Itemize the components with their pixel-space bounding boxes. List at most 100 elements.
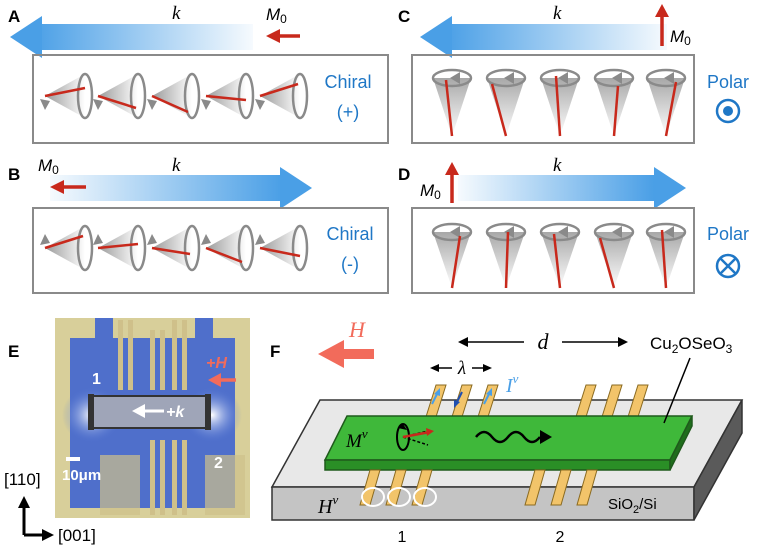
cone-d5 bbox=[645, 222, 687, 289]
m0-label-a: M0 bbox=[266, 5, 287, 26]
label-c-1: Polar bbox=[707, 72, 749, 92]
k-label-d: k bbox=[553, 155, 562, 176]
spin-wave-arrowhead bbox=[540, 430, 552, 444]
cu2oseo3-film bbox=[323, 415, 694, 471]
spin-box-d bbox=[411, 207, 695, 294]
label-b-1: Chiral bbox=[326, 224, 373, 244]
magnetization-label: Mν bbox=[345, 426, 368, 452]
m0-label-d: M0 bbox=[420, 181, 441, 202]
panel-letter-b: B bbox=[8, 165, 20, 184]
k-label-b: k bbox=[172, 155, 181, 176]
distance-label-d: d bbox=[538, 329, 550, 354]
k-arrow-e bbox=[132, 404, 164, 418]
panel-b: B k M0 bbox=[8, 155, 389, 294]
cone-a5 bbox=[255, 72, 309, 120]
out-of-plane-icon bbox=[715, 98, 741, 124]
cone-b3 bbox=[147, 224, 201, 272]
cone-b1 bbox=[40, 224, 94, 272]
panel-c: C k M0 bbox=[398, 3, 749, 144]
hfield-loops bbox=[361, 487, 437, 507]
cone-a3 bbox=[147, 72, 201, 120]
cone-c3 bbox=[539, 68, 581, 137]
field-label-f: H bbox=[348, 317, 366, 342]
k-label-e: +k bbox=[166, 404, 185, 421]
film-pointer bbox=[663, 357, 691, 424]
k-label-c: k bbox=[553, 3, 562, 24]
scalebar-e bbox=[66, 457, 80, 461]
cone-b5 bbox=[255, 224, 309, 272]
panel-f: F H d λ bbox=[270, 317, 744, 546]
substrate-label: SiO2/Si bbox=[608, 496, 657, 516]
spin-box-b bbox=[32, 207, 389, 294]
spin-wave-icon bbox=[475, 430, 541, 444]
spin-box-a bbox=[32, 54, 389, 144]
cone-b2 bbox=[93, 224, 147, 272]
field-arrow-f bbox=[318, 340, 374, 368]
cone-a1 bbox=[40, 72, 94, 120]
port-2-label-e: 2 bbox=[214, 455, 223, 472]
cone-d2 bbox=[485, 222, 527, 289]
cone-row-d bbox=[431, 222, 687, 289]
cone-d1 bbox=[431, 222, 473, 289]
m0-arrow-a bbox=[266, 29, 300, 43]
label-d-1: Polar bbox=[707, 224, 749, 244]
cone-b4 bbox=[201, 224, 255, 272]
panel-letter-a: A bbox=[8, 7, 20, 26]
m0-label-c: M0 bbox=[670, 27, 691, 48]
k-arrow-body-d bbox=[458, 175, 654, 201]
spin-box-c bbox=[411, 54, 695, 144]
axis-arrows-e bbox=[18, 496, 54, 541]
label-a-1: Chiral bbox=[324, 72, 371, 92]
panel-a: A k M0 bbox=[8, 3, 389, 144]
panel-e: E 1 2 bbox=[4, 318, 250, 545]
k-label-a: k bbox=[172, 3, 181, 24]
cone-d3 bbox=[539, 222, 581, 289]
k-arrow-head-b bbox=[280, 167, 312, 209]
device-micrograph bbox=[55, 318, 250, 518]
precession-icon bbox=[396, 423, 434, 451]
cone-c1 bbox=[431, 68, 473, 137]
wavelength-arrow bbox=[430, 364, 492, 372]
k-arrow-body-a bbox=[33, 24, 253, 50]
m0-arrow-c bbox=[655, 4, 669, 46]
antenna-strips-back bbox=[424, 384, 649, 421]
cone-row-a bbox=[40, 72, 309, 120]
cone-c2 bbox=[485, 68, 527, 137]
k-arrow-head-c bbox=[420, 16, 452, 58]
scalebar-label-e: 10μm bbox=[62, 467, 101, 484]
hfield-label: Hν bbox=[317, 492, 338, 518]
field-label-e: +H bbox=[206, 355, 227, 372]
panel-letter-d: D bbox=[398, 165, 410, 184]
cone-a2 bbox=[93, 72, 147, 120]
k-arrow-head-a bbox=[10, 16, 42, 58]
m0-label-b: M0 bbox=[38, 156, 59, 177]
m0-arrow-d bbox=[445, 162, 459, 203]
cone-a4 bbox=[201, 72, 255, 120]
field-arrow-e bbox=[208, 373, 236, 387]
cone-row-c bbox=[431, 68, 687, 137]
m0-arrow-b bbox=[50, 180, 86, 194]
port-2-label-f: 2 bbox=[556, 529, 565, 546]
cone-d4 bbox=[593, 222, 635, 289]
port-1-label-f: 1 bbox=[398, 529, 407, 546]
panel-letter-e: E bbox=[8, 342, 19, 361]
axis-label-110: [110] bbox=[4, 470, 41, 489]
wavelength-label: λ bbox=[457, 358, 466, 379]
panel-letter-f: F bbox=[270, 342, 280, 361]
label-b-2: (-) bbox=[341, 254, 359, 274]
into-plane-icon bbox=[715, 253, 741, 279]
k-arrow-body-c bbox=[445, 24, 667, 50]
current-arrows bbox=[431, 388, 492, 408]
axis-label-001: [001] bbox=[58, 526, 96, 545]
label-a-2: (+) bbox=[337, 102, 360, 122]
k-arrow-head-d bbox=[654, 167, 686, 209]
panel-letter-c: C bbox=[398, 7, 410, 26]
k-arrow-body-b bbox=[50, 175, 282, 201]
current-label: Iν bbox=[505, 371, 519, 397]
port-1-label-e: 1 bbox=[92, 371, 101, 388]
cone-c4 bbox=[593, 68, 635, 137]
distance-arrow-d bbox=[458, 337, 628, 347]
cone-row-b bbox=[40, 224, 309, 272]
cone-c5 bbox=[645, 68, 687, 137]
film-label: Cu2OSeO3 bbox=[650, 334, 733, 356]
